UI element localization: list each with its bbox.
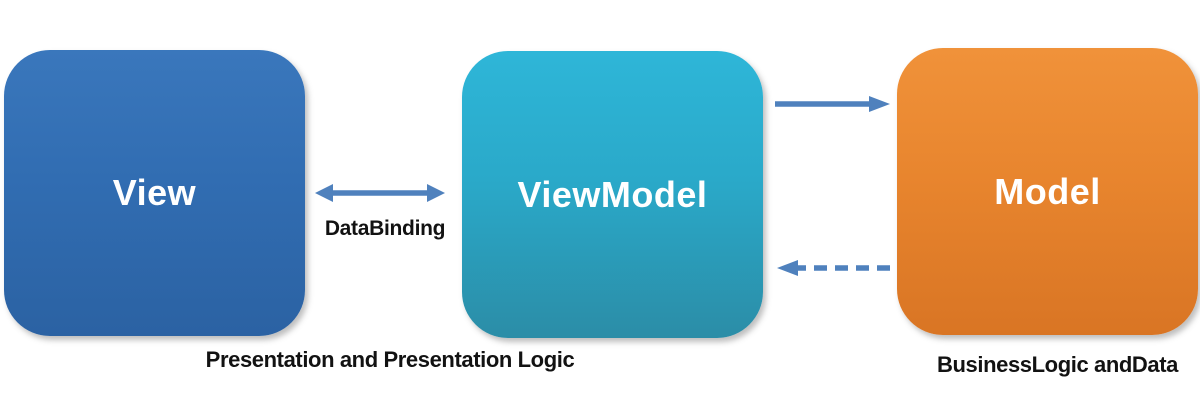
view-box: View	[4, 50, 305, 336]
model-box-label: Model	[994, 170, 1101, 212]
viewmodel-model-arrow	[775, 96, 890, 112]
viewmodel-box: ViewModel	[462, 51, 763, 338]
model-box: Model	[897, 48, 1198, 335]
arrowhead-right-icon	[427, 184, 445, 202]
presentation-caption: Presentation and Presentation Logic	[205, 347, 575, 372]
arrowhead-left-icon	[315, 184, 333, 202]
business-logic-caption: BusinessLogic andData	[937, 352, 1178, 377]
view-box-label: View	[112, 172, 197, 213]
model-viewmodel-dashed-arrow	[777, 260, 890, 276]
viewmodel-box-label: ViewModel	[517, 173, 708, 215]
arrowhead-left-icon	[777, 260, 798, 276]
arrowhead-right-icon	[869, 96, 890, 112]
databinding-label: DataBinding	[324, 217, 446, 240]
view-viewmodel-databinding-arrow	[315, 184, 445, 202]
